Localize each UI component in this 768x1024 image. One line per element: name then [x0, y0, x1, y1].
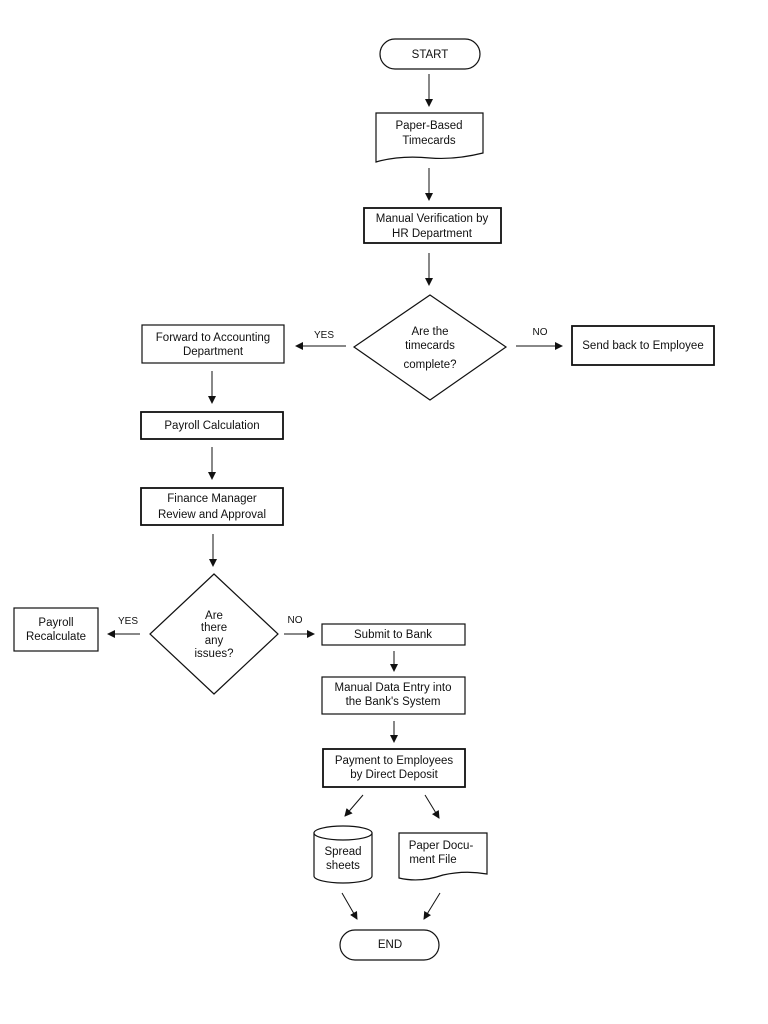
forward-label-line-1: Forward to Accounting	[156, 332, 270, 344]
complete-label-line-3: complete?	[403, 359, 456, 371]
payment-label-line-1: Payment to Employees	[335, 755, 454, 767]
recalculate-label-line-1: Payroll	[38, 617, 73, 629]
issues-decision: Are there any issues?	[149, 573, 279, 695]
payroll-calculation-process: Payroll Calculation	[140, 411, 284, 440]
finance-label-line-2: Review and Approval	[158, 509, 266, 521]
finance-review-process: Finance Manager Review and Approval	[140, 487, 284, 526]
submit-bank-process: Submit to Bank	[321, 623, 466, 646]
paper-document-file: Paper Docu- ment File	[398, 832, 488, 881]
arrow-paper-doc-to-end	[423, 892, 441, 920]
paper-doc-label-line-1: Paper Docu-	[409, 840, 474, 852]
edge-label-issues-no: NO	[288, 615, 303, 626]
recalculate-label-line-2: Recalculate	[26, 631, 86, 643]
arrow-payment-to-spreadsheets	[344, 794, 364, 817]
end-terminator: END	[339, 929, 440, 961]
edge-label-issues-yes: YES	[118, 616, 138, 627]
complete-decision: Are the timecards complete?	[352, 294, 508, 401]
start-label: START	[412, 49, 449, 61]
issues-label-line-1: Are	[205, 610, 223, 622]
payroll-calculation-label: Payroll Calculation	[164, 420, 259, 432]
spreadsheets-label-line-2: sheets	[326, 860, 360, 872]
forward-label-line-2: Department	[183, 346, 244, 358]
start-terminator: START	[379, 38, 481, 70]
payment-process: Payment to Employees by Direct Deposit	[322, 748, 466, 788]
payment-label-line-2: by Direct Deposit	[350, 769, 438, 781]
issues-label-line-2: there	[201, 622, 227, 634]
arrow-payment-to-paper-doc	[424, 794, 440, 819]
finance-label-line-1: Finance Manager	[167, 493, 257, 505]
issues-label-line-4: issues?	[195, 648, 234, 660]
forward-process: Forward to Accounting Department	[141, 324, 285, 364]
verification-process: Manual Verification by HR Department	[363, 207, 502, 244]
paper-doc-label-line-2: ment File	[409, 854, 456, 866]
timecards-label-line-2: Timecards	[402, 135, 455, 147]
data-entry-label-line-1: Manual Data Entry into	[335, 682, 452, 694]
edge-label-complete-no: NO	[533, 327, 548, 338]
submit-bank-label: Submit to Bank	[354, 629, 432, 641]
timecards-label-line-1: Paper-Based	[395, 120, 462, 132]
verification-label-line-2: HR Department	[392, 228, 473, 240]
end-label: END	[378, 939, 402, 951]
spreadsheets-label-line-1: Spread	[324, 846, 361, 858]
arrow-spreadsheets-to-end	[341, 892, 358, 920]
complete-label-line-2: timecards	[405, 340, 455, 352]
data-entry-label-line-2: the Bank's System	[346, 696, 441, 708]
send-back-process: Send back to Employee	[571, 325, 715, 366]
recalculate-process: Payroll Recalculate	[13, 607, 99, 652]
verification-label-line-1: Manual Verification by	[376, 213, 489, 225]
issues-label-line-3: any	[205, 635, 224, 647]
edge-label-complete-yes: YES	[314, 330, 334, 341]
send-back-label: Send back to Employee	[582, 340, 703, 352]
timecards-document: Paper-Based Timecards	[375, 112, 484, 163]
spreadsheets-database: Spread sheets	[313, 825, 373, 884]
complete-label-line-1: Are the	[411, 326, 448, 338]
data-entry-process: Manual Data Entry into the Bank's System	[321, 676, 466, 715]
